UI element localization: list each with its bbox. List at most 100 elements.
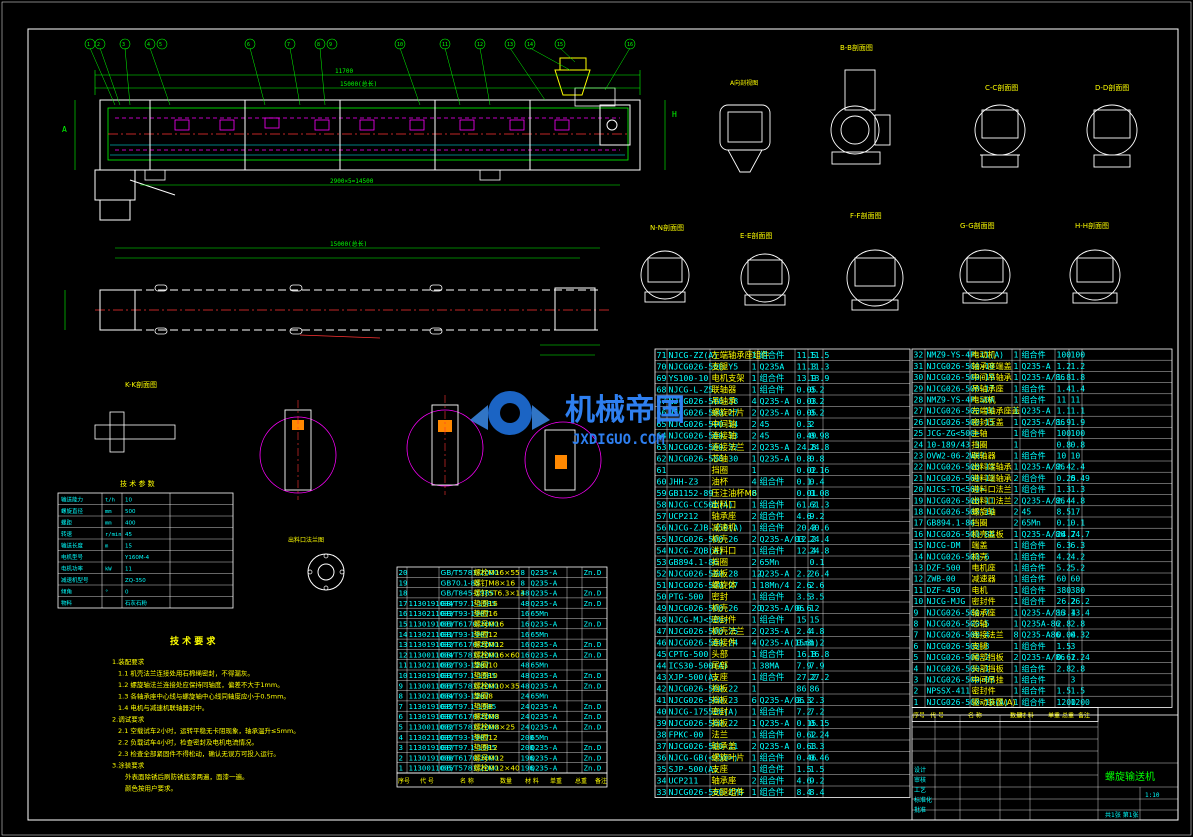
bom-cell: NJCG026-500-12 <box>927 474 995 483</box>
bom-cell: 55 <box>657 534 667 544</box>
bom-cell: 螺母M12 <box>474 639 505 649</box>
bom-cell: 组合件 <box>1022 451 1046 461</box>
balloon <box>554 38 566 50</box>
bom-cell: GB/T5781-2000 <box>441 681 499 690</box>
bom-cell: 1 <box>1014 418 1019 427</box>
bom-cell: 6 <box>752 695 757 705</box>
bom-cell: 0.32 <box>1071 631 1091 640</box>
bom-header: 单重 <box>550 777 562 785</box>
bom-cell: 8 <box>399 692 403 701</box>
bom-cell: 1200 <box>1071 698 1091 707</box>
balloon-label: 4 <box>147 42 150 48</box>
bom-cell: Q235-A/86 <box>1022 653 1066 662</box>
watermark-url: JXDIGUO.COM <box>572 432 665 448</box>
bom-cell: PTG-500 <box>669 591 704 601</box>
tech-req-line: 颜色按用户要求。 <box>125 784 177 793</box>
bom-cell: 10 <box>914 597 924 606</box>
bom-cell: GB/T97.1-1985 <box>441 743 497 752</box>
bom-cell: 13.4 <box>1057 608 1077 617</box>
bom-cell: 挡板 <box>712 718 729 728</box>
bom-cell: SJP-500(A) <box>669 764 719 774</box>
bom-cell: Q235-A <box>1022 362 1051 371</box>
bom-cell: 密封件 <box>972 686 996 696</box>
bom-cell: Q235-A <box>531 764 558 773</box>
bom-cell: 4.8 <box>1071 496 1086 505</box>
bom-cell: 17 <box>1071 508 1081 517</box>
bom-cell: 48 <box>521 661 530 670</box>
bom-cell: 1130191005 <box>409 702 454 711</box>
bom-cell: 螺栓M16×60 <box>474 649 521 659</box>
bom-cell: 61 <box>657 465 667 475</box>
bom-cell: 1 <box>1014 575 1019 584</box>
bom-cell: Zn.D <box>584 650 602 659</box>
bom-cell: 51 <box>657 580 667 590</box>
bom-cell: Q235-A <box>531 702 558 711</box>
param-unit: kW <box>105 567 112 573</box>
bom-cell: 11.3 <box>810 361 830 371</box>
title-block-role: 设计 <box>914 766 926 774</box>
bom-cell: NPSSX-411 <box>927 687 971 696</box>
bom-cell: 24.7 <box>1071 530 1091 539</box>
bom-cell: GB/T6170-2000 <box>441 640 499 649</box>
gear-logo-icon <box>470 391 550 435</box>
bom-cell: 轴承座 <box>712 775 737 785</box>
bom-cell: Q235-A <box>760 407 790 417</box>
balloon <box>94 38 106 50</box>
bom-cell: 9.2 <box>810 511 825 521</box>
bom-cell: 组合件 <box>760 476 785 486</box>
bom-cell: Zn.D <box>584 640 602 649</box>
bom-cell: 46 <box>657 637 667 647</box>
bom-cell: 1 <box>1014 586 1019 595</box>
bom-cell: 0.62 <box>797 729 817 739</box>
bom-cell: 头部 <box>712 649 729 659</box>
bom-cell: 2 <box>752 430 757 440</box>
bom-cell: 1.24 <box>1071 653 1091 662</box>
bom-cell: 2 <box>1014 653 1019 662</box>
bom-cell: 86 <box>810 683 820 693</box>
bom-cell: 2.8 <box>1071 620 1086 629</box>
bom-cell: 18Mn/4 <box>760 580 790 590</box>
bom-cell: 电动机 <box>972 350 996 360</box>
bom-cell: 组合件 <box>760 706 785 716</box>
bom-cell: NJCG026-500-1 <box>927 664 990 673</box>
bom-cell: 36 <box>657 752 667 762</box>
bom-cell: 2.8 <box>1071 664 1086 673</box>
bom-cell: Q235-A/86 <box>1022 530 1066 539</box>
bom-cell: 1 <box>1014 597 1019 606</box>
bom-cell: 出料端轴承 <box>972 462 1012 472</box>
bom-cell: 70 <box>657 361 667 371</box>
bom-cell: NJCG026-500-22 <box>669 718 739 728</box>
bom-cell: 24.8 <box>797 442 817 452</box>
bom-cell: OVW2-06-2WH7 <box>927 452 985 461</box>
bom-cell: 0.62 <box>1057 653 1077 662</box>
bom-cell: 0.8 <box>1071 440 1086 449</box>
bom-cell: 47 <box>657 626 667 636</box>
bom-cell: 12 <box>752 568 763 578</box>
watermark-title: 机械帝国 <box>565 393 685 428</box>
bom-cell: 1.2 <box>810 637 825 647</box>
bom-cell: NJCG-175500(A) <box>669 706 739 716</box>
bom-cell: Zn.D <box>584 702 602 711</box>
bom-cell: 40 <box>657 706 667 716</box>
bom-header: 单重 <box>1048 711 1060 719</box>
bom-cell: 13.4 <box>1071 608 1091 617</box>
bom-cell: 34 <box>657 775 667 785</box>
bom-cell: 2 <box>752 534 757 544</box>
param-name: 螺旋直径 <box>61 507 84 515</box>
bom-cell: Q235-A/86 <box>1022 496 1066 505</box>
bom-cell: 油杯 <box>712 476 729 486</box>
bom-cell: NJCG-ZQB(A) <box>669 545 724 555</box>
param-unit: mm <box>105 509 112 515</box>
bom-cell: 1 <box>1014 698 1019 707</box>
param-value: 石灰石粉 <box>125 599 148 607</box>
bom-cell: UCP212 <box>669 511 699 521</box>
title-block-role: 审核 <box>914 776 926 784</box>
balloon-label: 12 <box>477 42 483 48</box>
tech-req-line: 2.1 空载试车2小时，运转平稳无卡阻现象，轴承温升≤5mm。 <box>118 726 300 735</box>
bom-cell: 1 <box>1014 552 1019 561</box>
bom-cell: 64 <box>657 430 667 440</box>
bom-cell: 组合件 <box>760 764 785 774</box>
bom-cell: 38MA <box>760 660 780 670</box>
